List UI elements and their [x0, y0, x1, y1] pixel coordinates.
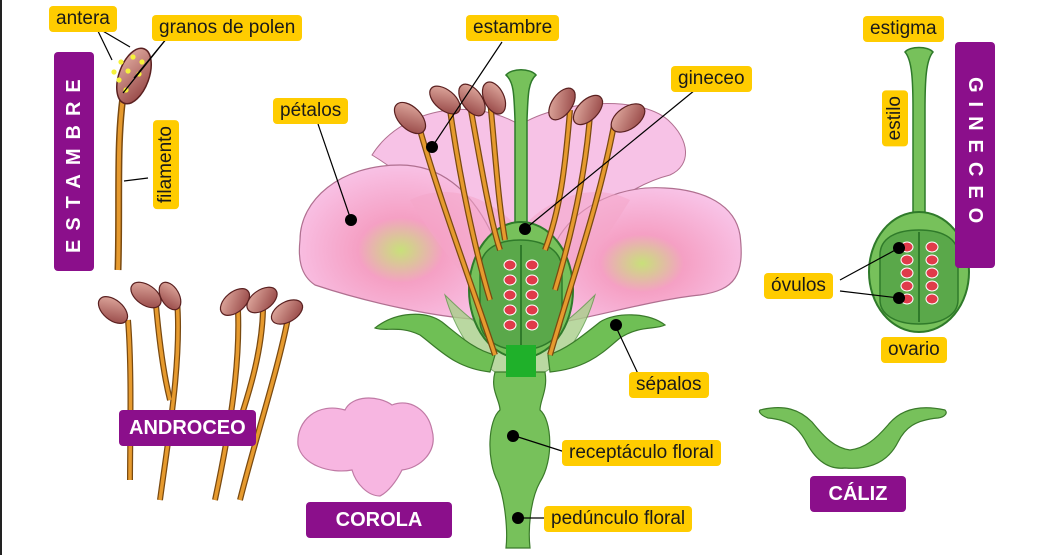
label-gineceo: gineceo — [671, 66, 752, 92]
label-filamento: filamento — [153, 120, 179, 210]
receptacle-peduncle — [489, 371, 551, 549]
corola-shape — [297, 397, 434, 497]
anther-shape — [116, 47, 152, 105]
label-petalos: pétalos — [273, 98, 349, 124]
label-ovulos: óvulos — [764, 273, 833, 299]
pointer-dots — [345, 141, 622, 524]
sepal-left — [373, 313, 496, 373]
label-estambre: estambre — [466, 15, 560, 41]
label-estigma: estigma — [863, 16, 944, 42]
label-granos-de-polen: granos de polen — [152, 15, 303, 41]
androceo-stamens — [97, 281, 304, 501]
sepal-right — [547, 314, 667, 373]
group-title-gineceo: GINECEO — [955, 42, 995, 268]
group-title-corola: COROLA — [306, 502, 452, 538]
label-ovario: ovario — [881, 337, 947, 363]
label-antera: antera — [49, 6, 117, 32]
group-title-caliz: CÁLIZ — [810, 476, 906, 512]
group-title-estambre: ESTAMBRE — [54, 52, 94, 271]
label-estilo: estilo — [882, 90, 908, 147]
label-sepalos: sépalos — [629, 372, 709, 398]
caliz-shape — [758, 407, 947, 469]
label-pedunculo-floral: pedúnculo floral — [544, 506, 693, 532]
leader-lines-right — [839, 247, 900, 299]
central-flower — [298, 69, 742, 549]
label-receptaculo-floral: receptáculo floral — [562, 440, 721, 466]
ovules-center — [503, 259, 539, 331]
group-title-androceo: ANDROCEO — [119, 410, 256, 446]
